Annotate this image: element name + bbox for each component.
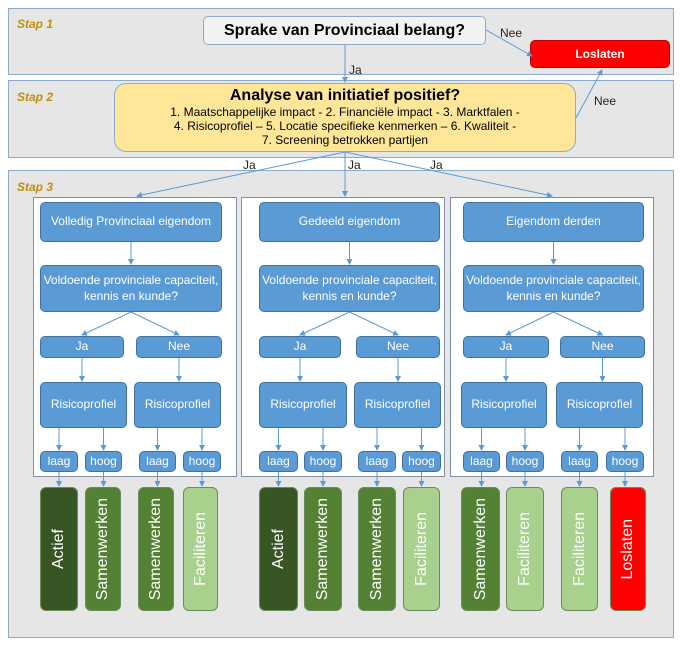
nee-label-1: Nee xyxy=(500,26,523,40)
risk-profile-box: Risicoprofiel xyxy=(40,382,127,428)
ja-box: Ja xyxy=(259,336,341,358)
risk-profile-box: Risicoprofiel xyxy=(461,382,547,428)
analysis-criteria-2: 4. Risicoprofiel – 5. Locatie specifieke… xyxy=(173,119,517,133)
risk-low-box: laag xyxy=(561,451,598,472)
ja-label-center: Ja xyxy=(348,158,361,172)
outcome-label: Samenwerken xyxy=(471,497,489,601)
risk-high-box: hoog xyxy=(304,451,342,472)
ja-label-left: Ja xyxy=(243,158,256,172)
outcome-faciliteren: Faciliteren xyxy=(506,487,544,611)
analysis-box: Analyse van initiatief positief? 1. Maat… xyxy=(114,83,576,152)
outcome-actief: Actief xyxy=(259,487,298,611)
risk-low-box: laag xyxy=(259,451,298,472)
stap1-label: Stap 1 xyxy=(17,17,54,31)
outcome-samenwerken: Samenwerken xyxy=(85,487,121,611)
risk-profile-box: Risicoprofiel xyxy=(354,382,441,428)
capacity-question-box: Voldoende provinciale capaciteit, kennis… xyxy=(40,265,222,312)
outcome-samenwerken: Samenwerken xyxy=(304,487,342,611)
outcome-label: Loslaten xyxy=(619,518,636,580)
risk-high-box: hoog xyxy=(183,451,221,472)
risk-profile-box: Risicoprofiel xyxy=(259,382,347,428)
provincial-interest-question: Sprake van Provinciaal belang? xyxy=(203,16,486,45)
outcome-label: Faciliteren xyxy=(191,512,209,586)
outcome-label: Actief xyxy=(50,528,67,569)
outcome-actief: Actief xyxy=(40,487,78,611)
outcome-label: Actief xyxy=(269,528,287,569)
risk-high-box: hoog xyxy=(606,451,644,472)
analysis-title: Analyse van initiatief positief? xyxy=(229,87,461,104)
loslaten-top-box: Loslaten xyxy=(530,40,670,68)
stap3-label: Stap 3 xyxy=(17,180,54,194)
ownership-type-box: Eigendom derden xyxy=(463,202,644,242)
analysis-criteria-1: 1. Maatschappelijke impact - 2. Financië… xyxy=(170,105,520,119)
risk-profile-box: Risicoprofiel xyxy=(134,382,221,428)
outcome-samenwerken: Samenwerken xyxy=(461,487,500,611)
outcome-loslaten: Loslaten xyxy=(610,487,646,611)
outcome-faciliteren: Faciliteren xyxy=(561,487,598,611)
risk-low-box: laag xyxy=(40,451,78,472)
risk-high-box: hoog xyxy=(85,451,122,472)
risk-low-box: laag xyxy=(358,451,396,472)
risk-profile-box: Risicoprofiel xyxy=(556,382,643,428)
outcome-label: Samenwerken xyxy=(368,497,385,601)
risk-high-box: hoog xyxy=(506,451,544,472)
capacity-question-box: Voldoende provinciale capaciteit, kennis… xyxy=(463,265,644,312)
ja-label-1: Ja xyxy=(349,63,362,77)
outcome-label: Faciliteren xyxy=(570,512,588,586)
outcome-label: Faciliteren xyxy=(412,512,430,586)
nee-label-2: Nee xyxy=(594,94,617,108)
risk-low-box: laag xyxy=(139,451,176,472)
outcome-faciliteren: Faciliteren xyxy=(403,487,440,611)
risk-high-box: hoog xyxy=(402,451,441,472)
outcome-label: Samenwerken xyxy=(94,497,111,601)
nee-box: Nee xyxy=(136,336,222,358)
stap2-label: Stap 2 xyxy=(17,90,54,104)
outcome-label: Samenwerken xyxy=(147,497,164,601)
nee-box: Nee xyxy=(560,336,645,358)
ja-box: Ja xyxy=(463,336,549,358)
analysis-criteria-3: 7. Screening betrokken partijen xyxy=(261,133,429,147)
outcome-label: Faciliteren xyxy=(516,512,533,586)
ja-box: Ja xyxy=(40,336,124,358)
capacity-question-box: Voldoende provinciale capaciteit, kennis… xyxy=(259,265,440,312)
risk-low-box: laag xyxy=(463,451,500,472)
ownership-type-box: Volledig Provinciaal eigendom xyxy=(40,202,222,242)
ownership-type-box: Gedeeld eigendom xyxy=(259,202,440,242)
ja-label-right: Ja xyxy=(430,158,443,172)
outcome-samenwerken: Samenwerken xyxy=(138,487,174,611)
outcome-faciliteren: Faciliteren xyxy=(183,487,218,611)
outcome-label: Samenwerken xyxy=(314,497,331,601)
nee-box: Nee xyxy=(356,336,440,358)
outcome-samenwerken: Samenwerken xyxy=(358,487,396,611)
